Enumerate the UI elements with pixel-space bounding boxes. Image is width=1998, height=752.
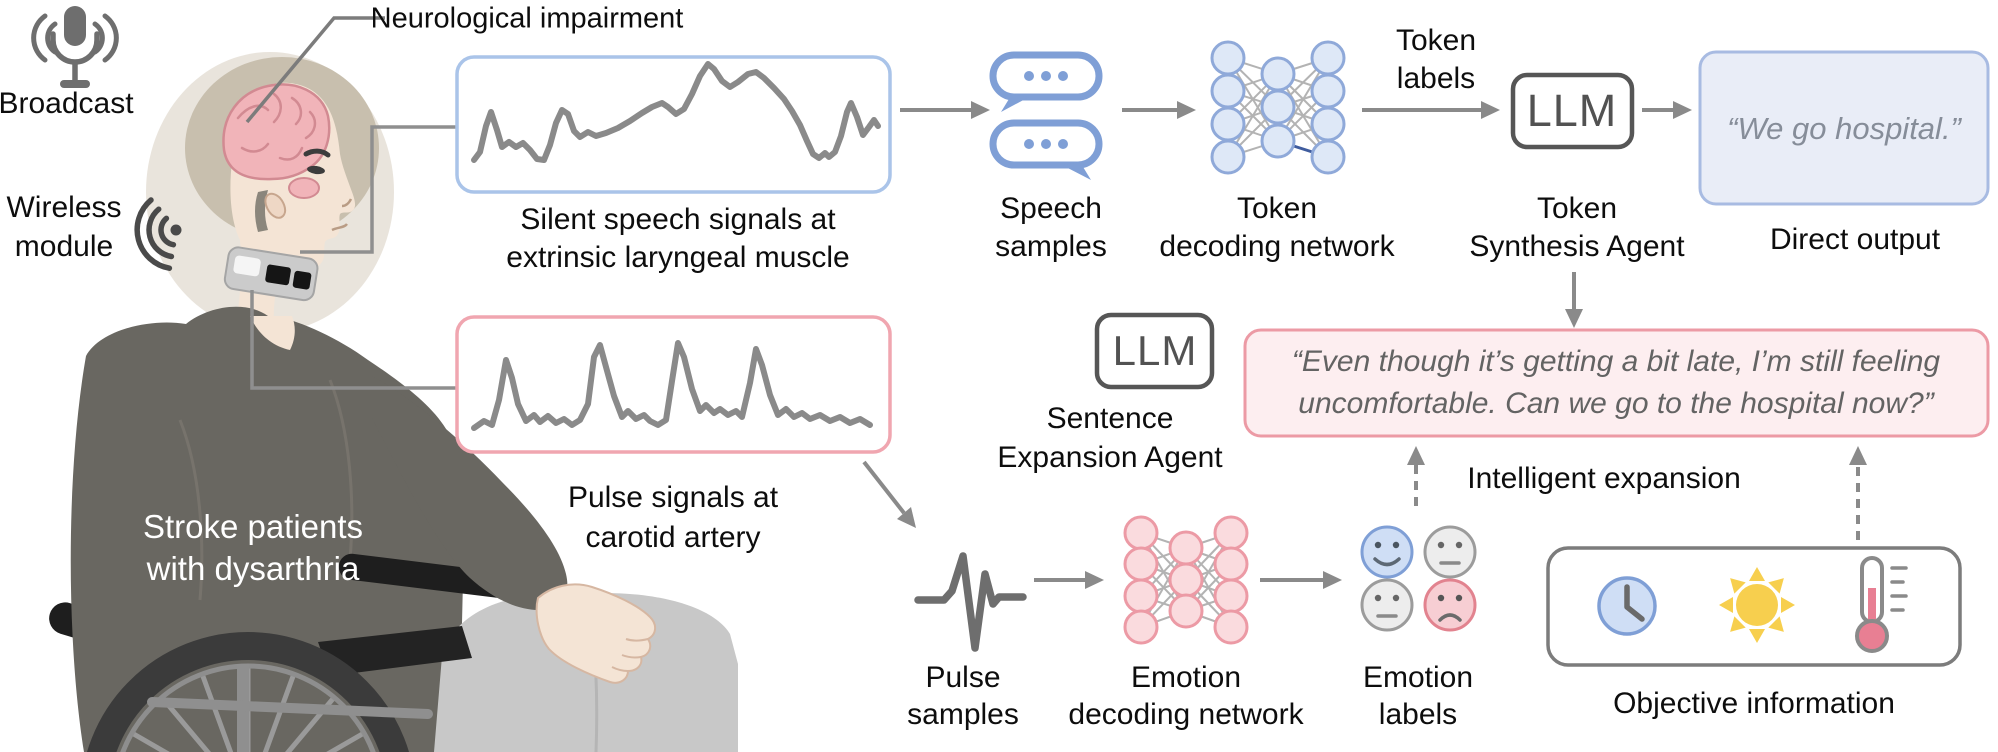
neutral-face-icon: [1423, 525, 1477, 579]
sweater-folds: [178, 379, 354, 601]
happy-face-icon: [1360, 525, 1414, 579]
objective-information-box: [1546, 546, 1962, 667]
ear: [264, 192, 287, 219]
chat-bubbles-icon: [989, 51, 1103, 180]
llm-label-token: LLM: [1526, 85, 1618, 136]
direct-output-caption: Direct output: [1769, 223, 1941, 256]
eye: [307, 165, 325, 175]
direct-output-quote: “We go hospital.”: [1727, 111, 1961, 146]
token-decoding-network-label: Token decoding network: [1159, 192, 1395, 263]
arm-sleeve: [372, 376, 568, 611]
sad-face-icon: [1423, 578, 1477, 632]
neckline-skin: [250, 316, 295, 350]
speech-waveform: [471, 61, 881, 163]
llm-box-token-synthesis: [1510, 72, 1635, 150]
emotion-labels-icon: [1360, 525, 1477, 632]
broadcast-label: Broadcast: [0, 87, 134, 120]
collar-to-pulsebox-line: [250, 290, 457, 390]
neurological-impairment-label: Neurological impairment: [370, 2, 684, 35]
emotion-decoding-network-icon: [1123, 515, 1249, 645]
nose-line: [341, 198, 353, 208]
patient-caption: Stroke patients with dysarthria: [142, 508, 364, 587]
llm-label-sentence: LLM: [1112, 327, 1198, 374]
sun-icon: [1719, 567, 1795, 643]
expanded-sentence-quote: “Even though it’s getting a bit late, I’…: [1291, 345, 1941, 420]
speech-signal-label: Silent speech signals at extrinsic laryn…: [506, 203, 850, 274]
thermometer-icon: [1855, 556, 1908, 653]
token-decoding-network-icon: [1210, 40, 1346, 175]
neurological-pointer-line: [245, 16, 385, 124]
token-labels-label: Token labels: [1395, 24, 1477, 95]
emotion-labels-label: Emotion labels: [1362, 661, 1474, 731]
llm-box-sentence-expansion: [1094, 312, 1215, 390]
collar-to-speechbox-line: [300, 125, 457, 254]
mouth-line: [331, 223, 348, 232]
intelligent-expansion-label: Intelligent expansion: [1467, 462, 1741, 495]
neck-collar-device: [223, 246, 319, 302]
microphone-broadcast-icon: [31, 6, 119, 88]
pulse-samples-label: Pulse samples: [907, 661, 1019, 731]
pulse-waveform: [471, 340, 873, 431]
emotion-decoding-network-label: Emotion decoding network: [1068, 661, 1304, 731]
sentence-expansion-agent-label: Sentence Expansion Agent: [997, 402, 1223, 474]
seat-edge: [318, 626, 472, 676]
direct-output-box: [1698, 50, 1990, 206]
clock-icon: [1597, 576, 1657, 636]
brain-icon: [222, 83, 331, 199]
frame-tube-horizontal: [147, 697, 433, 719]
flow-arrows: [862, 101, 1867, 589]
finger-lines: [611, 638, 649, 672]
patient-illustration: [49, 52, 738, 752]
eyebrow: [303, 148, 331, 158]
pulse-ecg-icon: [914, 552, 1027, 652]
speech-signal-box: [455, 55, 892, 194]
neutral-face-icon: [1360, 578, 1414, 632]
connector-lines: [245, 16, 457, 390]
expanded-sentence-box: [1243, 328, 1990, 438]
token-synthesis-agent-label: Token Synthesis Agent: [1469, 192, 1685, 263]
wireless-module-label: Wireless module: [6, 191, 122, 263]
speech-samples-label: Speech samples: [995, 192, 1107, 263]
pulse-signal-label: Pulse signals at carotid artery: [567, 481, 779, 554]
objective-information-label: Objective information: [1613, 687, 1895, 720]
wireless-signal-icon: [134, 197, 182, 271]
